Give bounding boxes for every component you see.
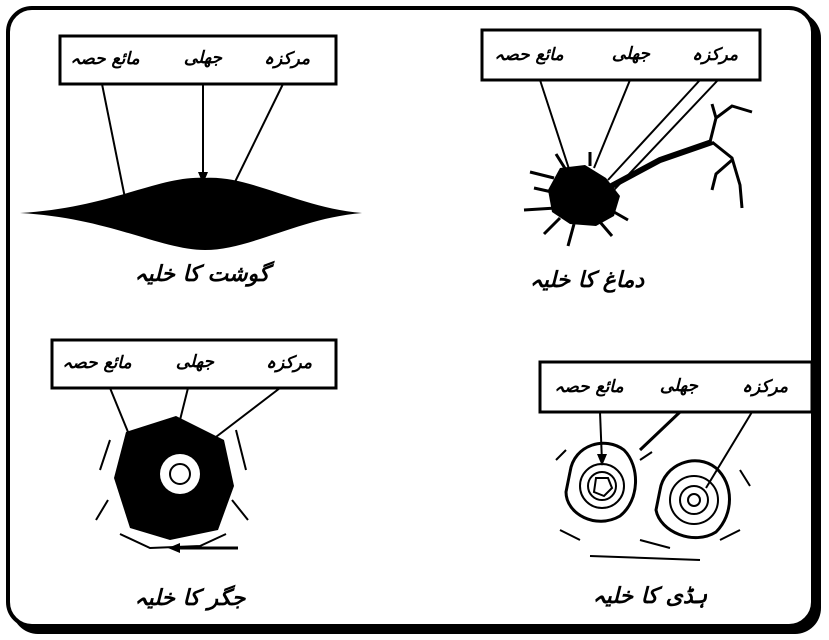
liver-label-nucleus: مرکزہ bbox=[254, 352, 324, 373]
bone-label-membrane: جھلی bbox=[644, 376, 714, 396]
nerve-label-fluid: مائع حصہ bbox=[492, 44, 566, 65]
bone-label-nucleus: مرکزہ bbox=[730, 376, 800, 397]
muscle-pointer-nucleus bbox=[232, 84, 283, 188]
liver-pointer-nucleus bbox=[212, 388, 280, 440]
liver-label-fluid: مائع حصہ bbox=[60, 352, 134, 373]
nerve-label-nucleus: مرکزہ bbox=[680, 44, 750, 65]
bone-pointer-membrane bbox=[640, 412, 680, 450]
bone-caption: ہڈی کا خلیہ bbox=[580, 584, 720, 609]
bone-cell bbox=[556, 443, 750, 560]
nerve-cell bbox=[524, 104, 752, 246]
muscle-label-membrane: جھلی bbox=[168, 48, 238, 68]
liver-cell bbox=[96, 416, 248, 553]
liver-label-membrane: جھلی bbox=[160, 352, 230, 372]
muscle-pointer-fluid bbox=[102, 84, 125, 198]
nerve-caption: دماغ کا خلیہ bbox=[512, 268, 662, 293]
bone-label-fluid: مائع حصہ bbox=[552, 376, 626, 397]
muscle-label-nucleus: مرکزہ bbox=[252, 48, 322, 69]
muscle-cell bbox=[20, 178, 362, 250]
liver-caption: جگر کا خلیہ bbox=[120, 586, 260, 611]
nerve-pointer-fluid bbox=[540, 80, 570, 172]
muscle-label-fluid: مائع حصہ bbox=[70, 48, 140, 69]
liver-pointer-fluid bbox=[110, 388, 128, 432]
nerve-pointer-membrane bbox=[594, 80, 630, 168]
nerve-pointer-nucleus2 bbox=[614, 80, 718, 190]
nerve-label-membrane: جھلی bbox=[596, 44, 666, 64]
muscle-caption: گوشت کا خلیہ bbox=[112, 262, 292, 287]
